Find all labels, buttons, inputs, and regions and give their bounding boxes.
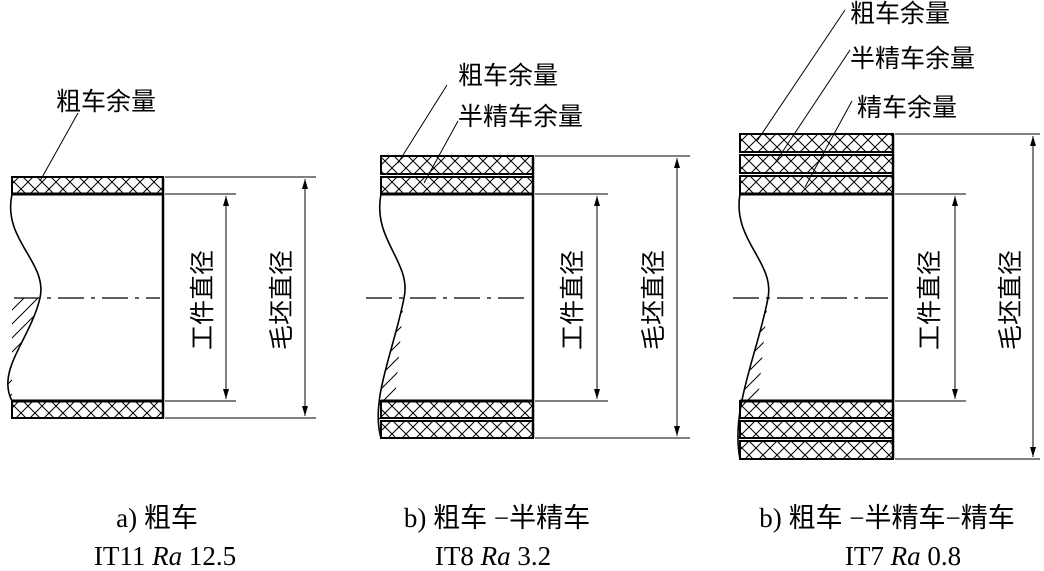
panel-c-drawing xyxy=(733,9,1040,460)
panel-b-spec: IT8 Ra 3.2 xyxy=(435,541,551,571)
panel-a-caption: a) 粗车 xyxy=(116,503,198,533)
panel-b-label-semifinish-allowance: 半精车余量 xyxy=(458,102,583,131)
panel-c-spec: IT7 Ra 0.8 xyxy=(845,541,961,571)
panel-a: 粗车余量 工件直径 毛坯直径 a) 粗车 IT11 Ra 12.5 xyxy=(7,87,316,571)
panel-c-label-semifinish-allowance: 半精车余量 xyxy=(850,44,975,73)
panel-c-workpiece-diameter-label: 工件直径 xyxy=(915,250,944,350)
panel-b: 粗车余量 半精车余量 工件直径 毛坯直径 b) 粗车 −半精车 IT8 Ra 3… xyxy=(366,61,690,571)
panel-a-spec: IT11 Ra 12.5 xyxy=(94,541,236,571)
panel-b-label-rough-allowance: 粗车余量 xyxy=(458,61,558,90)
panel-c-label-finish-allowance: 精车余量 xyxy=(857,93,957,122)
panel-c-caption: b) 粗车 −半精车−精车 xyxy=(759,503,1014,533)
panel-a-drawing xyxy=(7,112,316,419)
panel-c: 粗车余量 半精车余量 精车余量 工件直径 毛坯直径 b) 粗车 −半精车−精车 … xyxy=(733,0,1040,571)
panel-b-caption: b) 粗车 −半精车 xyxy=(404,503,590,533)
panel-b-workpiece-diameter-label: 工件直径 xyxy=(558,250,587,350)
panel-a-blank-diameter-label: 毛坯直径 xyxy=(267,250,296,350)
panel-a-label-rough-allowance: 粗车余量 xyxy=(56,87,156,116)
panel-b-drawing xyxy=(366,84,690,439)
panel-b-blank-diameter-label: 毛坯直径 xyxy=(639,250,668,350)
panel-a-workpiece-diameter-label: 工件直径 xyxy=(188,250,217,350)
panel-c-label-rough-allowance: 粗车余量 xyxy=(850,0,950,28)
panel-c-blank-diameter-label: 毛坯直径 xyxy=(996,250,1025,350)
